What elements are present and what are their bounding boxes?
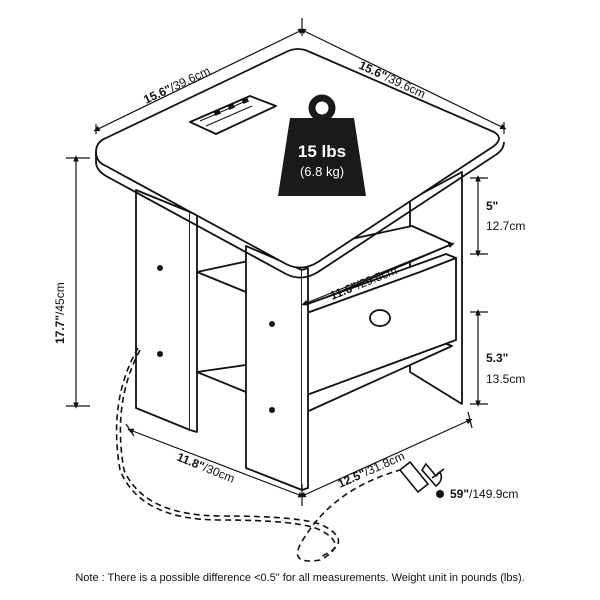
weight-kg: (6.8 kg) [300, 164, 344, 179]
dim-label-cord-front: 12.5"/31.8cm [336, 449, 407, 491]
dim-label-bottom-gap-cm: 13.5cm [486, 372, 525, 386]
plug [398, 460, 445, 494]
right-front-panel [245, 245, 303, 491]
right-panel-edge [301, 267, 309, 491]
table-top-edge [95, 141, 505, 279]
dim-label-height: 17.7"/45cm [53, 282, 67, 344]
power-cord [115, 347, 401, 562]
weight-badge: 15 lbs (6.8 kg) [278, 94, 366, 196]
dim-label-shelf-gap-cm: 12.7cm [486, 219, 525, 233]
dim-line-drawer-width [301, 242, 455, 306]
cord-total-marker [436, 490, 444, 498]
weight-lbs: 15 lbs [298, 142, 346, 161]
drawer-pull-hole [369, 309, 391, 327]
dim-line-depth [127, 428, 305, 498]
dim-line-top-right [299, 28, 507, 130]
dim-line-cord [299, 418, 473, 498]
left-side-panel [135, 189, 191, 431]
measurement-note: Note : There is a possible difference <0… [75, 572, 525, 584]
dim-label-bottom-gap-inch: 5.3" [486, 351, 508, 365]
dim-label-shelf-gap-inch: 5" [486, 199, 498, 213]
dim-label-cord-total: 59"/149.9cm [450, 487, 518, 501]
table-illustration [95, 48, 505, 491]
dim-line-top-left [93, 28, 305, 132]
left-panel-edge [189, 211, 198, 433]
peg-holes [157, 265, 275, 413]
